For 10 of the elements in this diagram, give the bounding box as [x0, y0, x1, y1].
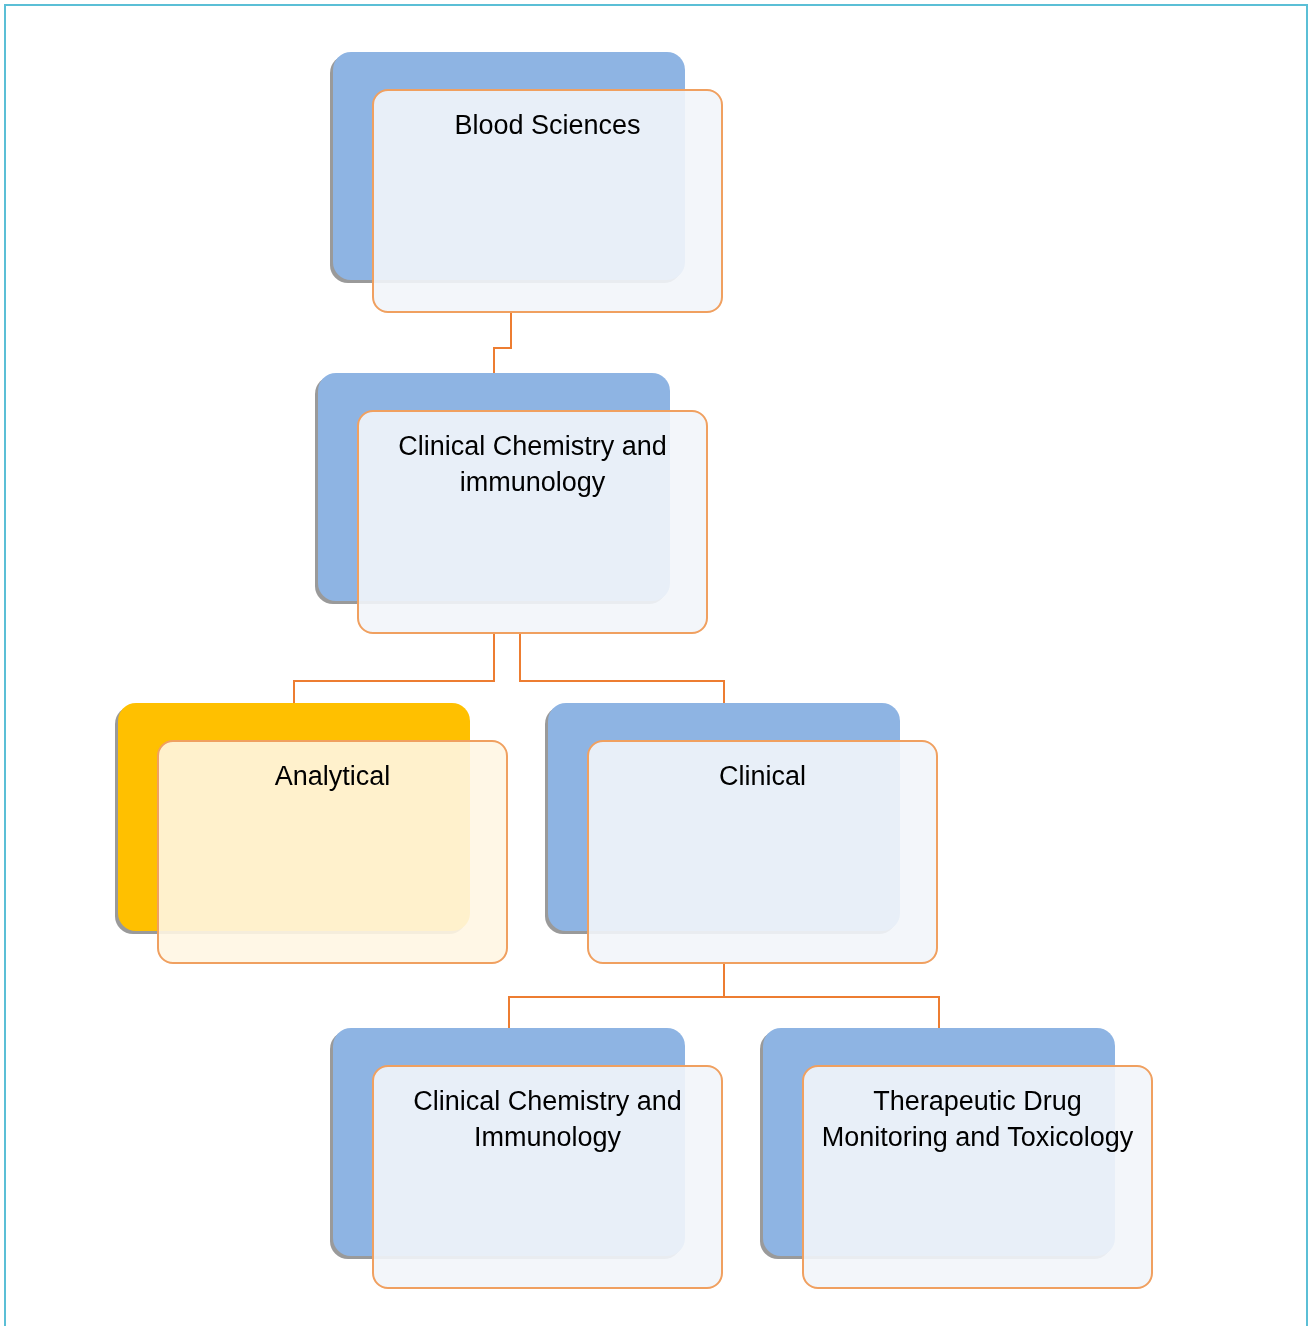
box-label: Analytical: [274, 760, 391, 793]
connector-line: [723, 963, 940, 1029]
box-label: Clinical: [719, 760, 806, 793]
connector-line: [519, 633, 725, 704]
box-label: Clinical Chemistry and immunology: [397, 430, 668, 499]
connector-line: [493, 312, 512, 374]
box-label: Blood Sciences: [454, 109, 641, 142]
box-label: Clinical Chemistry and Immunology: [412, 1085, 683, 1154]
connector-line: [293, 633, 495, 704]
box-label: Therapeutic Drug Monitoring and Toxicology: [820, 1085, 1135, 1154]
